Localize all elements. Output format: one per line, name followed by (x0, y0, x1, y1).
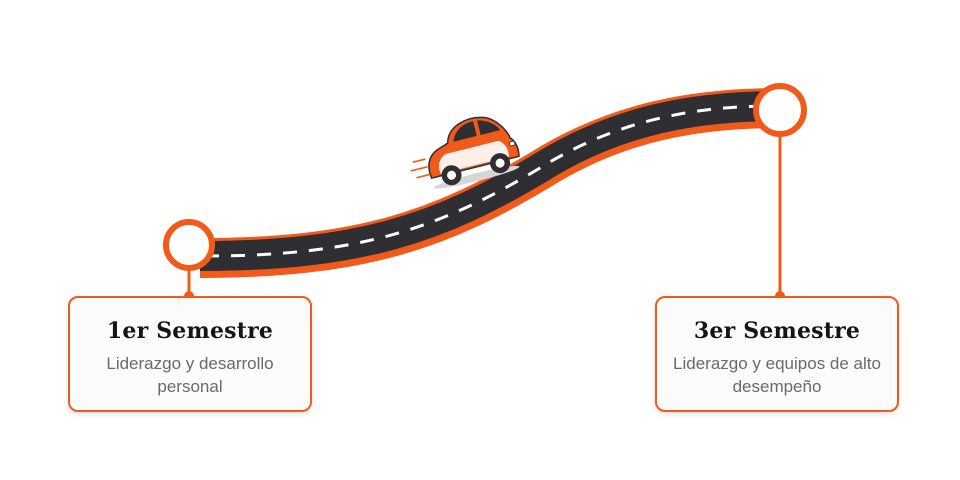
road-center-line (204, 104, 776, 258)
speed-lines (410, 158, 430, 179)
milestone-card-1: 1er Semestre Liderazgo y desarrollo pers… (68, 296, 312, 412)
milestone-card-3: 3er Semestre Liderazgo y equipos de alto… (655, 296, 899, 412)
end-node (753, 83, 807, 137)
milestone-title: 1er Semestre (106, 318, 274, 344)
milestone-title: 3er Semestre (693, 318, 861, 344)
milestone-description: Liderazgo y desarrollo personal (106, 354, 274, 396)
car-icon (410, 116, 520, 189)
start-node (163, 219, 215, 271)
milestone-description: Liderazgo y equipos de alto desempeño (673, 354, 881, 396)
